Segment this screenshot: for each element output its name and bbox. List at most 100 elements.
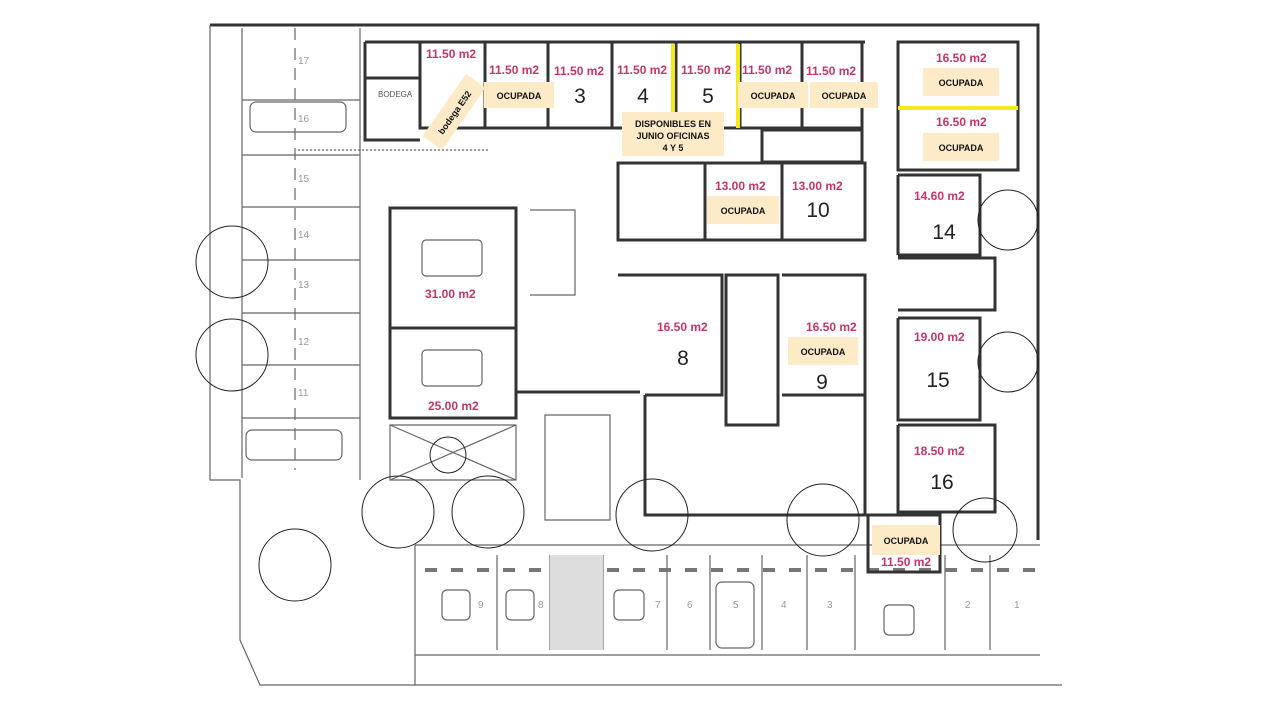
bodega-e52-tag: bodega E52 [422,73,486,151]
left-parking: 17 16 15 14 13 12 11 [242,56,360,461]
svg-text:3: 3 [574,85,586,108]
parking-1: 1 [1014,600,1020,611]
tree-icon [786,483,860,557]
bodega-label: BODEGA [378,90,413,99]
office-2[interactable]: 11.50 m2 OCUPADA [484,63,554,108]
svg-text:11.50 m2: 11.50 m2 [681,63,731,77]
office-6[interactable]: 11.50 m2 OCUPADA [738,63,808,108]
svg-text:11.50 m2: 11.50 m2 [806,64,856,78]
tree-icon [952,497,1018,563]
parking-6: 6 [687,600,693,611]
svg-text:11.50 m2: 11.50 m2 [489,63,539,77]
svg-text:14: 14 [932,221,956,244]
svg-text:OCUPADA: OCUPADA [939,143,984,153]
parking-15: 15 [298,174,310,185]
office-5[interactable]: 11.50 m2 5 [681,63,731,108]
office-1[interactable]: 11.50 m2 [426,47,476,61]
svg-text:11.50 m2: 11.50 m2 [554,64,604,78]
parking-12: 12 [298,337,310,348]
svg-text:OCUPADA: OCUPADA [801,347,846,357]
accessible-parking-icon [505,589,535,621]
office-13m2-occupied[interactable]: 13.00 m2 OCUPADA [707,179,779,224]
parking-4: 4 [781,600,787,611]
tree-icon [361,475,435,549]
meeting-table [421,239,483,277]
car-icon [715,581,755,649]
tree-icon [977,189,1039,251]
svg-text:16.50 m2: 16.50 m2 [657,320,708,334]
office-15[interactable]: 19.00 m2 15 [914,330,965,392]
office-8[interactable]: 16.50 m2 8 [657,320,708,370]
svg-text:8: 8 [677,347,689,370]
svg-text:5: 5 [702,85,714,108]
parking-14: 14 [298,230,310,241]
office-bottom-occupied[interactable]: OCUPADA 11.50 m2 [872,525,940,569]
meeting-table [421,349,483,387]
office-9[interactable]: 16.50 m2 OCUPADA 9 [788,320,858,394]
tree-icon [451,475,525,549]
meeting-room-small[interactable]: 25.00 m2 [428,399,479,413]
svg-text:11.50 m2: 11.50 m2 [426,47,476,61]
svg-text:16.50 m2: 16.50 m2 [806,320,857,334]
parking-17: 17 [298,56,310,67]
svg-text:JUNIO OFICINAS: JUNIO OFICINAS [636,131,709,141]
parking-13: 13 [298,280,310,291]
office-right-lower[interactable]: 16.50 m2 OCUPADA [923,115,999,161]
svg-text:9: 9 [816,371,828,394]
svg-text:25.00 m2: 25.00 m2 [428,399,479,413]
svg-text:11.50 m2: 11.50 m2 [742,63,792,77]
parking-7: 7 [655,600,661,611]
car-icon [249,101,347,133]
svg-text:13.00 m2: 13.00 m2 [792,179,843,193]
tree-icon [258,528,332,602]
svg-text:4: 4 [637,85,649,108]
svg-text:4 Y 5: 4 Y 5 [663,143,684,153]
ramp [550,555,603,650]
svg-text:15: 15 [926,369,949,392]
svg-text:14.60 m2: 14.60 m2 [914,189,965,203]
accessible-parking-icon [613,589,645,621]
office-14[interactable]: 14.60 m2 14 [914,189,965,244]
svg-text:11.50 m2: 11.50 m2 [617,63,667,77]
parking-8: 8 [538,600,544,611]
svg-text:16.50 m2: 16.50 m2 [936,115,987,129]
parking-11: 11 [298,388,309,399]
parking-16: 16 [298,114,310,125]
parking-3: 3 [827,600,833,611]
parking-5: 5 [733,600,739,611]
meeting-room-large[interactable]: 31.00 m2 [425,287,476,301]
svg-text:19.00 m2: 19.00 m2 [914,330,965,344]
svg-text:OCUPADA: OCUPADA [822,91,867,101]
tree-icon [195,225,269,299]
accessible-parking-icon [441,589,471,621]
svg-text:10: 10 [806,199,829,222]
office-7[interactable]: 11.50 m2 OCUPADA [806,64,878,108]
tree-icon [195,318,269,392]
svg-text:11.50 m2: 11.50 m2 [881,555,931,569]
office-16[interactable]: 18.50 m2 16 [914,444,965,494]
svg-text:16.50 m2: 16.50 m2 [936,51,987,65]
site-outline [209,23,1062,686]
tree-icon [615,478,689,552]
tree-icon [977,331,1039,393]
svg-text:13.00 m2: 13.00 m2 [715,179,766,193]
motorcycle-parking-icon [883,604,915,636]
svg-text:OCUPADA: OCUPADA [939,78,984,88]
office-right-upper[interactable]: 16.50 m2 OCUPADA [923,51,999,96]
svg-text:DISPONIBLES EN: DISPONIBLES EN [635,119,711,129]
svg-text:16: 16 [930,471,953,494]
car-icon [245,429,343,461]
svg-text:OCUPADA: OCUPADA [721,206,766,216]
svg-text:OCUPADA: OCUPADA [884,536,929,546]
tree-icon [429,436,467,474]
trees [195,189,1039,602]
office-4[interactable]: 11.50 m2 4 [617,63,667,108]
svg-text:18.50 m2: 18.50 m2 [914,444,965,458]
office-10[interactable]: 13.00 m2 10 [792,179,843,222]
svg-text:31.00 m2: 31.00 m2 [425,287,476,301]
bottom-parking: 9 8 7 6 5 4 3 2 1 [425,555,1035,650]
parking-9: 9 [478,600,484,611]
office-3[interactable]: 11.50 m2 3 [554,64,604,108]
svg-text:OCUPADA: OCUPADA [751,91,796,101]
